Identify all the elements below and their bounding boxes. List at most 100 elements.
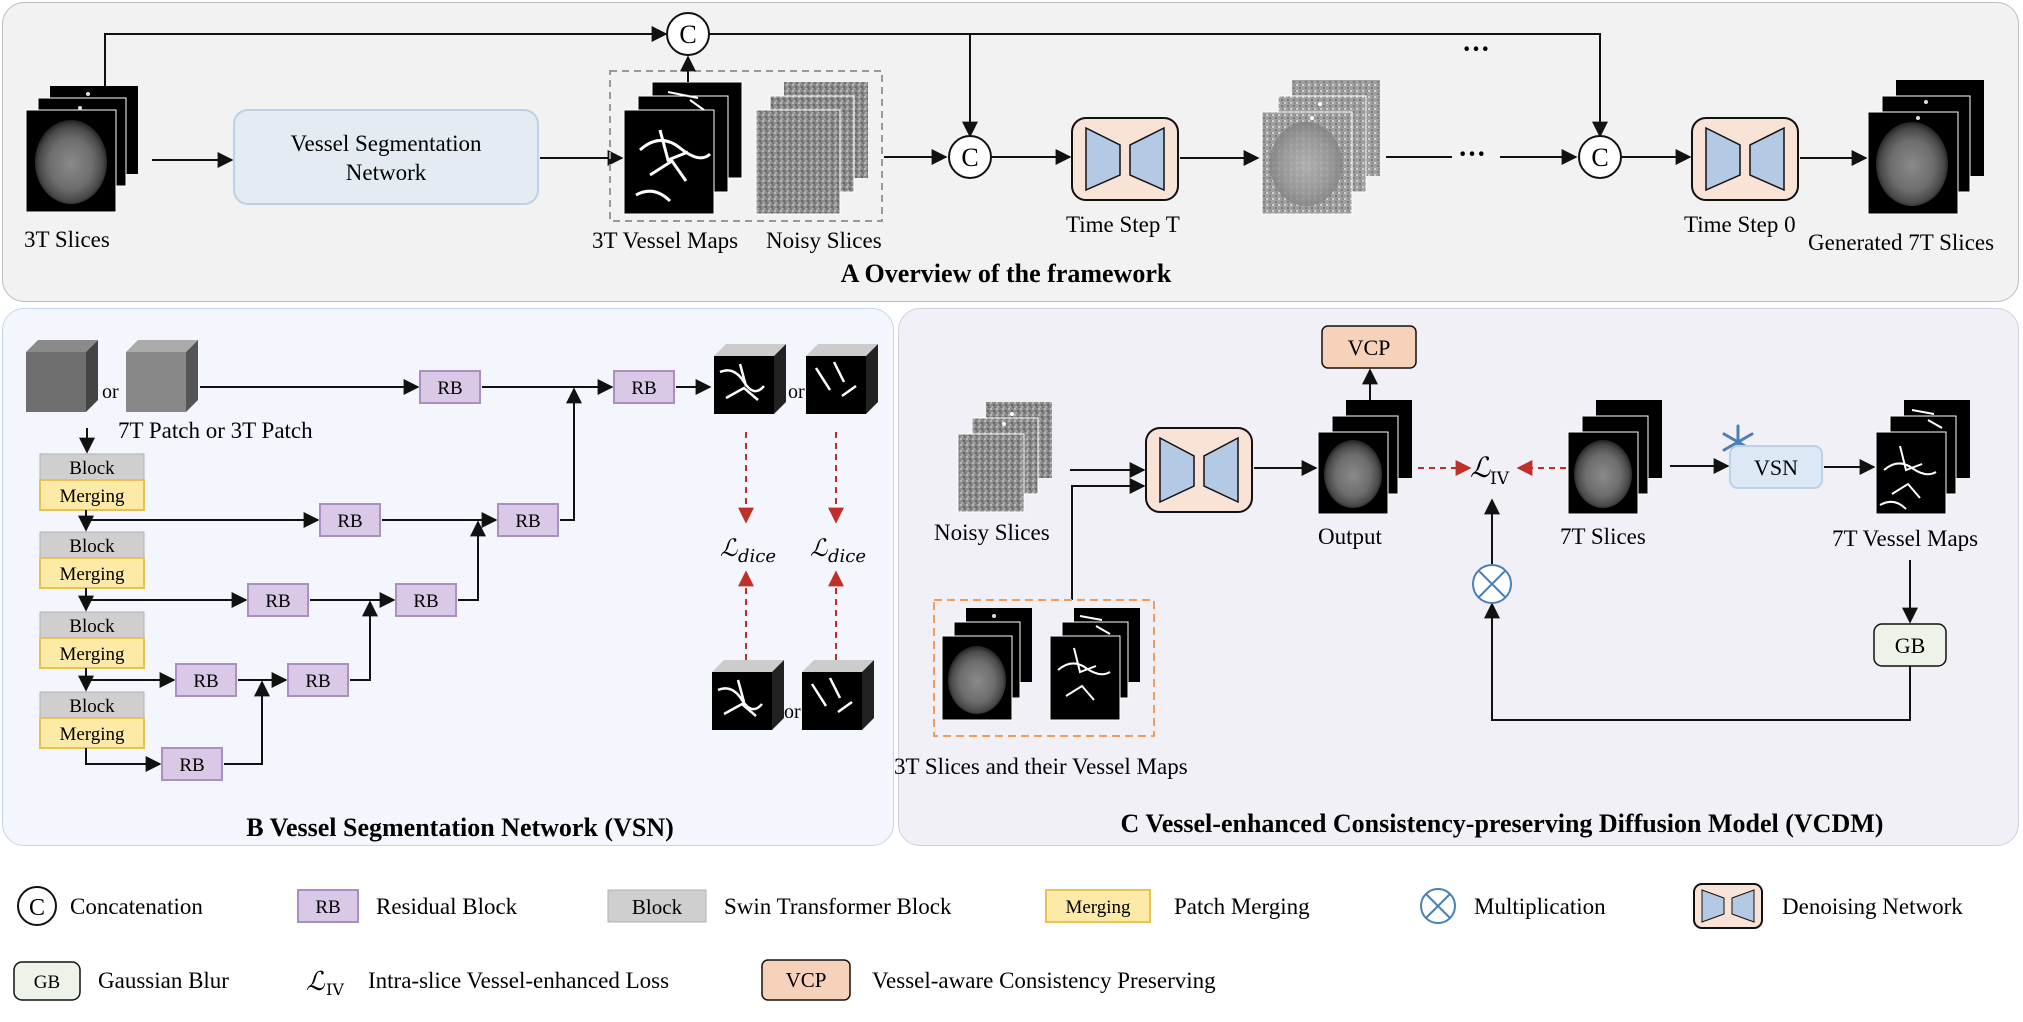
vcp-box-label: VCP <box>1348 335 1391 360</box>
rb-l4-1-label: RB <box>179 755 204 776</box>
arrow-l3-up <box>350 600 378 681</box>
concat-2-symbol: C <box>1591 143 1608 172</box>
legend-denoising-icon <box>1693 883 1763 929</box>
loss-iv-sub: IV <box>1490 469 1510 489</box>
dice-loss-right: ℒ <box>810 534 828 562</box>
label-timestep-0: Time Step 0 <box>1684 212 1796 237</box>
rb-top-2 <box>613 370 675 404</box>
stack-3t-slices-c <box>941 608 1032 721</box>
legend-merging-box <box>1045 889 1151 923</box>
legend-block-label: Swin Transformer Block <box>724 894 952 919</box>
legend-concat-icon <box>17 886 57 926</box>
label-generated-7t: Generated 7T Slices <box>1808 230 1994 255</box>
vcp-box <box>1321 325 1417 369</box>
rb-l4-1 <box>161 747 223 781</box>
legend-rb-box <box>297 889 359 923</box>
stack-3t-vessel-maps-c <box>1049 608 1140 721</box>
panel-c-title: C Vessel-enhanced Consistency-preserving… <box>1121 809 1884 838</box>
legend-gb-label: Gaussian Blur <box>98 968 229 993</box>
gt-7t <box>712 660 784 730</box>
vsn-box-c-label: VSN <box>1754 455 1798 480</box>
legend-multiplication-icon <box>1420 888 1456 924</box>
seg-output-7t <box>714 344 786 414</box>
vsn-box-line1: Vessel Segmentation <box>291 131 482 156</box>
rb-l3-1 <box>175 663 237 697</box>
legend-concat-symbol: C <box>29 895 45 921</box>
denoising-network-0 <box>1691 117 1799 201</box>
merging-1-label: Merging <box>59 486 125 507</box>
encoder-stage-4 <box>39 691 145 749</box>
rb-l1-2-label: RB <box>515 511 540 532</box>
ellipsis-top: ··· <box>1462 34 1490 65</box>
panel-b-content: or 7T Patch or 3T Patch RB RB Block Merg… <box>26 340 878 842</box>
panel-a-title: A Overview of the framework <box>841 259 1172 288</box>
label-noisy-slices-a: Noisy Slices <box>766 228 882 253</box>
arrow-slices-to-concat-top <box>104 26 668 86</box>
multiplication-icon <box>1472 564 1512 604</box>
dashed-box-3t-cond <box>933 599 1155 737</box>
arrow-cond-to-denoise <box>1071 478 1146 600</box>
rb-top-2-label: RB <box>631 378 656 399</box>
arrow-stage1-skip <box>85 510 320 528</box>
rb-l1-1-label: RB <box>337 511 362 532</box>
arrow-stage4-skip <box>85 748 162 772</box>
concat-top-symbol: C <box>679 20 696 49</box>
panel-a-content: 3T Slices Vessel Segmentation Network 3T… <box>24 12 1994 288</box>
or-seg-bottom: or <box>784 701 801 723</box>
stack-noisy-slices-c <box>957 402 1052 513</box>
stack-generated-7t <box>1867 80 1984 215</box>
rb-l3-2 <box>287 663 349 697</box>
legend-vcp-label: Vessel-aware Consistency Preserving <box>872 968 1216 993</box>
stack-3t-vessel-maps <box>623 81 743 215</box>
encoder-stage-1 <box>39 453 145 511</box>
rb-l3-2-label: RB <box>305 671 330 692</box>
gt-3t <box>802 660 874 730</box>
label-7t-vessel-maps: 7T Vessel Maps <box>1832 526 1978 551</box>
label-output-c: Output <box>1318 524 1383 549</box>
rb-l2-1-label: RB <box>265 591 290 612</box>
encoder-stage-2 <box>39 531 145 589</box>
stack-7t-slices-c <box>1567 400 1662 515</box>
label-3t-slices: 3T Slices <box>24 227 110 252</box>
patch-3t <box>126 340 198 412</box>
rb-l3-1-label: RB <box>193 671 218 692</box>
legend-rb-box-label: RB <box>315 897 340 918</box>
line-concat-broadcast <box>709 33 1608 138</box>
legend-vcp-box-label: VCP <box>786 968 827 992</box>
label-patch: 7T Patch or 3T Patch <box>118 418 313 443</box>
merging-4-label: Merging <box>59 724 125 745</box>
rb-l1-1 <box>319 503 381 537</box>
legend-block-box <box>607 889 707 923</box>
arrow-stage3-skip <box>85 668 176 688</box>
legend-gb-box-label: GB <box>34 972 60 993</box>
arrow-gb-to-mult <box>1484 602 1911 721</box>
panel-c-vcdm <box>898 308 2019 846</box>
arrow-l4-up <box>224 680 270 765</box>
gb-box-c-label: GB <box>1895 633 1926 658</box>
block-4-label: Block <box>69 696 115 717</box>
panel-c-content: Noisy Slices Output VCP ℒ IV 7T Sl <box>894 325 1978 838</box>
panel-b-title: B Vessel Segmentation Network (VSN) <box>246 813 674 842</box>
vsn-box-c <box>1729 445 1823 489</box>
vsn-box-line2: Network <box>346 160 427 185</box>
legend-merging-box-label: Merging <box>1065 897 1131 918</box>
label-3t-cond: 3T Slices and their Vessel Maps <box>894 754 1188 779</box>
label-3t-vessel-maps: 3T Vessel Maps <box>592 228 738 253</box>
vsn-box <box>233 109 539 205</box>
merging-3-label: Merging <box>59 644 125 665</box>
block-2-label: Block <box>69 536 115 557</box>
stack-output-c <box>1317 400 1412 515</box>
label-7t-slices: 7T Slices <box>1560 524 1646 549</box>
or-patch: or <box>102 381 119 403</box>
arrow-l2-up <box>458 520 486 601</box>
legend-block-box-label: Block <box>632 895 683 919</box>
encoder-stage-3 <box>39 611 145 669</box>
stack-intermediate <box>1261 80 1380 215</box>
legend-denoise-label: Denoising Network <box>1782 894 1963 919</box>
or-seg-top: or <box>788 381 805 403</box>
block-1-label: Block <box>69 458 115 479</box>
block-3-label: Block <box>69 616 115 637</box>
legend-mult-label: Multiplication <box>1474 894 1606 919</box>
legend: C Concatenation RB Residual Block Block … <box>13 883 1963 1001</box>
